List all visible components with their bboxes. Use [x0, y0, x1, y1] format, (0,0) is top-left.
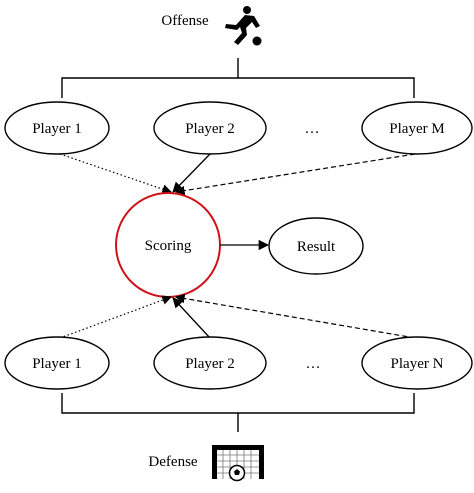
offense-link-dotted-arrow [59, 153, 172, 194]
defense-player-1-label: Player 1 [32, 356, 82, 372]
offense-player-node-m: Player M [361, 101, 473, 155]
defense-player-2-label: Player 2 [185, 356, 235, 372]
defense-player-node-1: Player 1 [4, 336, 110, 390]
soccer-goal-with-ball-icon [212, 445, 264, 482]
defense-label: Defense [148, 454, 197, 470]
offense-ellipsis: … [305, 121, 320, 137]
scoring-label: Scoring [145, 238, 192, 254]
offense-link-dashed-arrow [175, 153, 416, 196]
defense-link-dashed-arrow [175, 293, 416, 339]
offense-link-solid-arrow [172, 153, 211, 193]
offense-player-1-label: Player 1 [32, 121, 82, 137]
defense-bracket [61, 393, 415, 432]
result-label: Result [297, 239, 336, 255]
offense-player-node-1: Player 1 [4, 101, 110, 155]
scoring-node: Scoring [115, 192, 221, 298]
offense-label: Offense [161, 13, 209, 29]
defense-player-n-label: Player N [391, 356, 444, 372]
defense-ellipsis: … [306, 356, 321, 372]
defense-link-dotted-arrow [59, 295, 172, 339]
defense-player-node-2: Player 2 [153, 336, 267, 390]
defense-link-solid-arrow [172, 297, 211, 339]
soccer-player-kicking-icon [225, 6, 262, 46]
offense-player-m-label: Player M [389, 121, 444, 137]
offense-player-2-label: Player 2 [185, 121, 235, 137]
defense-player-node-n: Player N [361, 336, 473, 390]
result-node: Result [268, 217, 364, 275]
offense-bracket [61, 58, 415, 98]
offense-player-node-2: Player 2 [153, 101, 267, 155]
